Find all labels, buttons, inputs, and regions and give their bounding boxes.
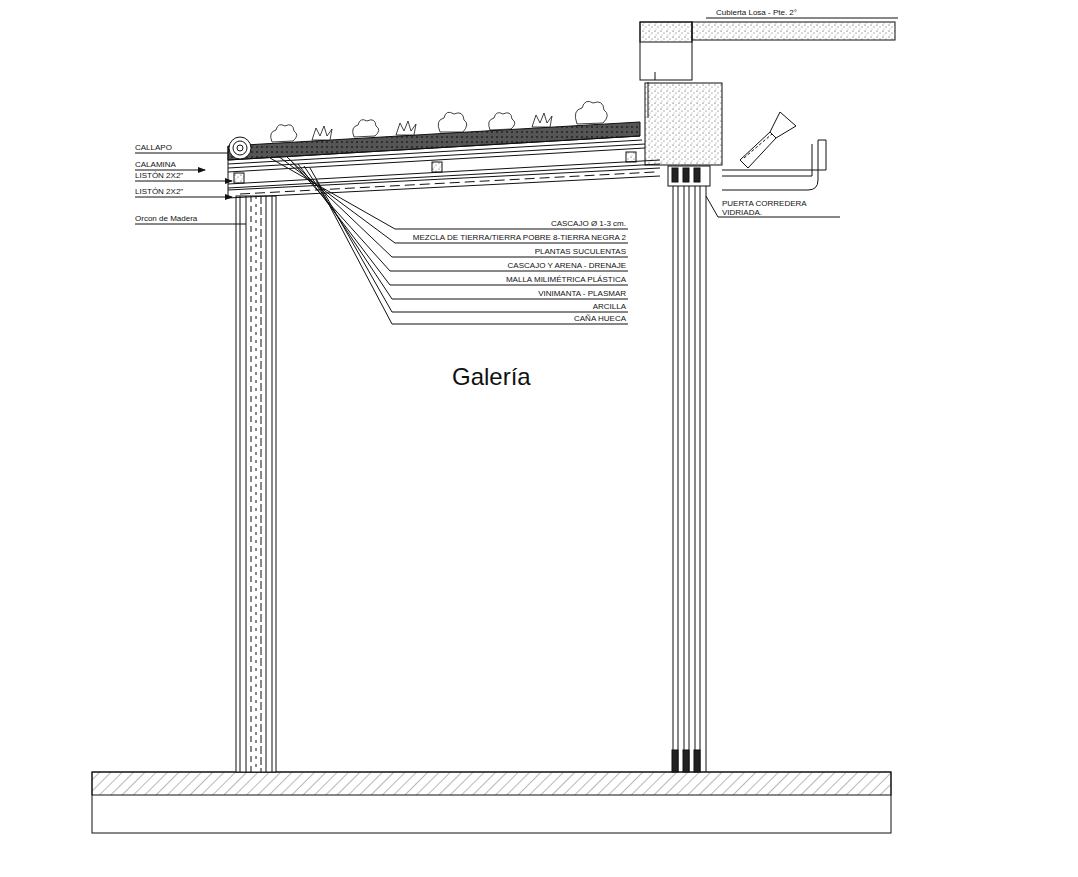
part-label: CALAMINA	[135, 160, 176, 169]
layer-label: CASCAJO Y ARENA - DRENAJE	[508, 261, 626, 270]
part-label: LISTÓN 2X2"	[135, 171, 183, 180]
layer-label: PLANTAS SUCULENTAS	[535, 247, 626, 256]
layer-label: CAÑA HUECA	[574, 314, 626, 323]
part-label: LISTÓN 2X2"	[135, 187, 183, 196]
room-label: Galería	[452, 363, 531, 391]
layer-label: CASCAJO Ø 1-3 cm.	[551, 219, 626, 228]
door-label: PUERTA CORREDERA VIDRIADA.	[722, 199, 814, 217]
slab-label: Cubierta Losa - Pte. 2°	[716, 8, 797, 17]
layer-label: MALLA MILIMÉTRICA PLÁSTICA	[506, 275, 626, 284]
layer-label: VINIMANTA - PLASMAR	[538, 289, 626, 298]
part-label: CALLAPO	[135, 143, 172, 152]
part-label: Orcon de Madera	[135, 214, 197, 223]
layer-label: MEZCLA DE TIERRA/TIERRA POBRE 8-TIERRA N…	[413, 233, 626, 242]
layer-label: ARCILLA	[593, 302, 626, 311]
